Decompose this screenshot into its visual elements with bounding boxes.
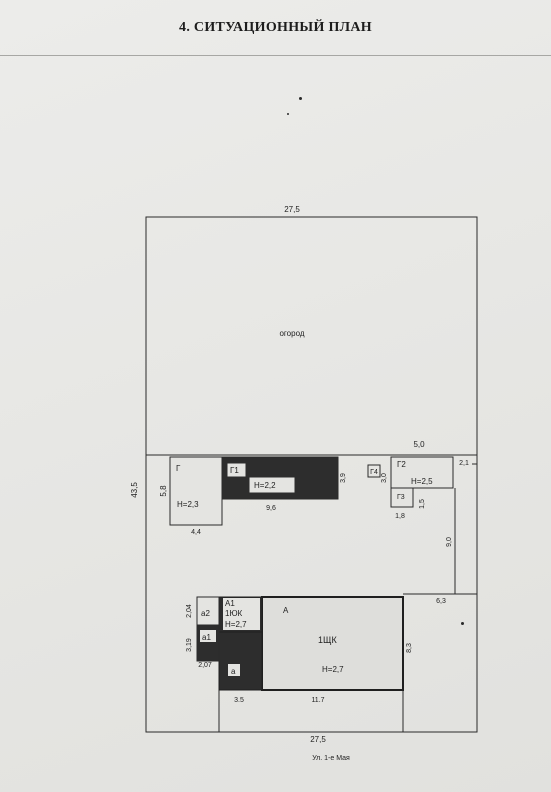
annex-a-label-box — [228, 664, 240, 676]
annex-a1-code: 1ЮК — [225, 609, 243, 618]
structure-g-dim-h: 5,8 — [159, 485, 168, 497]
structure-g1-dim-w: 9,6 — [266, 505, 276, 512]
street-label: Ул. 1-е Мая — [312, 755, 350, 762]
annex-a1-label: А1 — [225, 599, 235, 608]
dim-3-5: 3.5 — [234, 697, 244, 704]
paper-speck — [287, 113, 289, 115]
structure-g-label: Г — [176, 464, 181, 473]
house-a — [261, 596, 404, 691]
plot-boundary — [145, 216, 478, 733]
structure-g2-label: Г2 — [397, 460, 406, 469]
annex-small-a1-label: а1 — [202, 633, 211, 642]
annex-small-a1-dim-w: 2,07 — [198, 662, 212, 669]
annex-a2-label: а2 — [201, 609, 210, 618]
structure-g1-height-box — [249, 477, 295, 493]
structure-g3-dim-h: 1,5 — [419, 499, 426, 509]
structure-g3 — [390, 487, 414, 508]
title-divider — [0, 55, 551, 56]
annex-small-a1-dim-h: 3,19 — [186, 638, 193, 652]
structure-g1-label: Г1 — [230, 466, 239, 475]
structure-g-dim-w: 4,4 — [191, 529, 201, 536]
annex-a1-label-box — [223, 598, 260, 630]
house-label: А — [283, 606, 289, 615]
paper-speck — [461, 622, 464, 625]
structure-g1-dim-h: 3,9 — [340, 473, 347, 483]
structure-g4 — [367, 464, 381, 478]
paper-speck — [299, 97, 302, 100]
dim-8-3: 8,3 — [406, 643, 413, 653]
dim-left-height: 43,5 — [130, 482, 139, 498]
house-code: 1ЩК — [318, 635, 337, 645]
page-title: 4. СИТУАЦИОННЫЙ ПЛАН — [179, 20, 372, 35]
annex-a1-height: Н=2,7 — [225, 620, 247, 629]
structure-g3-label: Г3 — [397, 494, 405, 501]
dim-bottom-width: 27,5 — [310, 735, 326, 744]
dim-9-0: 9,0 — [446, 537, 453, 547]
structure-g2-height: Н=2,5 — [411, 477, 433, 486]
dim-11-7: 11.7 — [311, 697, 324, 704]
structure-g-height: Н=2,3 — [177, 500, 199, 509]
structure-g3-dim-w: 1,8 — [395, 513, 405, 520]
dim-6-3: 6,3 — [436, 598, 446, 605]
structure-g1-height: Н=2,2 — [254, 481, 276, 490]
garden-label: огород — [279, 329, 304, 338]
annex-a2-dim-h: 2,04 — [186, 604, 193, 618]
dim-5-0: 5,0 — [413, 440, 425, 449]
dim-top-width: 27,5 — [284, 205, 300, 214]
house-height: Н=2,7 — [322, 665, 344, 674]
annex-a-label: а — [231, 667, 236, 676]
structure-g2 — [390, 456, 454, 489]
annex-small-a1-label-box — [200, 630, 216, 642]
dim-2-1: 2,1 — [459, 460, 469, 467]
structure-g4-label: Г4 — [370, 469, 378, 476]
structure-g1-label-box — [227, 463, 246, 477]
structure-g2-dim-h: 3,0 — [381, 473, 388, 483]
